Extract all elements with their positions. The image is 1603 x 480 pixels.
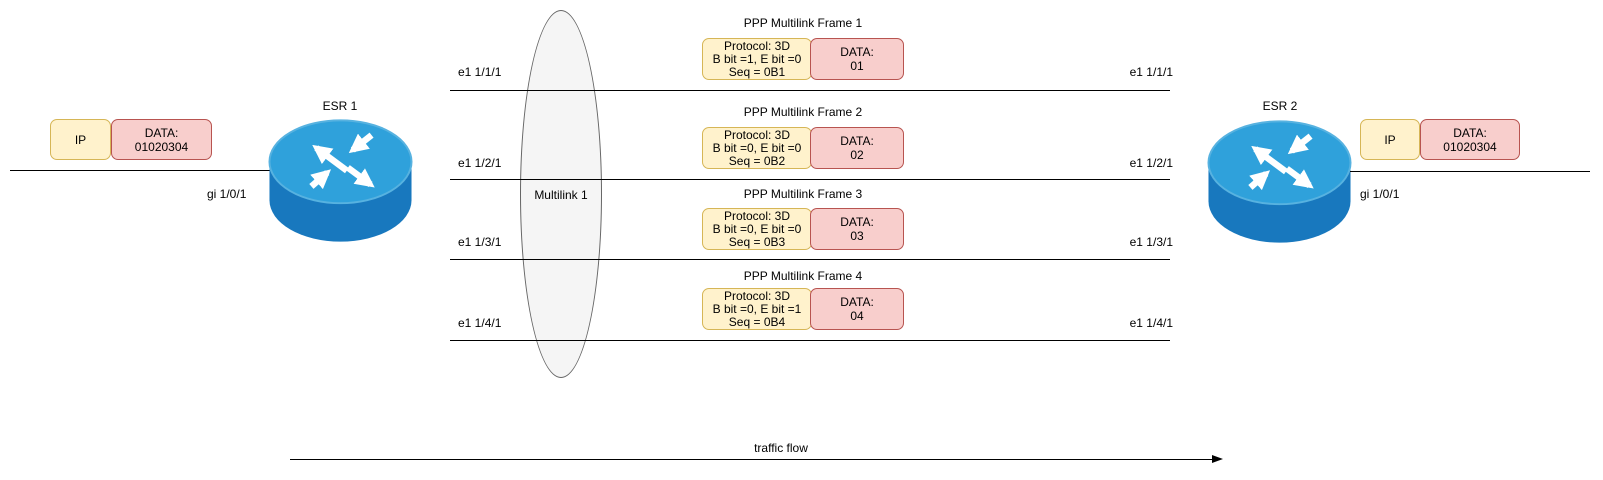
link-2-left-label: e1 1/2/1 [458, 156, 502, 170]
frame-1-protocol: Protocol: 3D [723, 38, 791, 53]
frame-3-seq: Seq = 0B3 [728, 234, 786, 249]
right-data-label: DATA: [1453, 125, 1487, 140]
right-data-box: DATA: 01020304 [1420, 119, 1520, 160]
link-2-right-label: e1 1/2/1 [1129, 156, 1173, 170]
link-line-1 [450, 90, 1170, 91]
frame-1-bits: B bit =1, E bit =0 [712, 51, 802, 66]
traffic-flow-arrowhead-icon [1212, 455, 1223, 463]
left-ingress-line [10, 170, 271, 171]
frame-2-bits: B bit =0, E bit =0 [712, 140, 802, 155]
frame-3-title: PPP Multilink Frame 3 [743, 187, 863, 201]
left-gi-interface-label: gi 1/0/1 [207, 187, 247, 201]
frame-2-data-box: DATA: 02 [810, 127, 904, 169]
frame-1-title: PPP Multilink Frame 1 [743, 16, 863, 30]
router-right-name: ESR 2 [1262, 99, 1298, 113]
right-ip-box: IP [1360, 119, 1420, 160]
link-line-3 [450, 259, 1170, 260]
left-data-box: DATA: 01020304 [111, 119, 212, 160]
frame-4-protocol-box: Protocol: 3D B bit =0, E bit =1 Seq = 0B… [702, 288, 812, 330]
multilink-bundle-ellipse [520, 10, 602, 378]
left-data-value: 01020304 [134, 139, 189, 154]
frame-1-data-value: 01 [850, 59, 864, 73]
router-left-name: ESR 1 [322, 99, 358, 113]
link-4-left-label: e1 1/4/1 [458, 316, 502, 330]
frame-4-data-box: DATA: 04 [810, 288, 904, 330]
frame-2-protocol: Protocol: 3D [723, 127, 791, 142]
frame-2-data-value: 02 [850, 148, 864, 162]
left-ip-label: IP [74, 132, 87, 147]
frame-3-bits: B bit =0, E bit =0 [712, 221, 802, 236]
right-egress-line [1350, 171, 1590, 172]
frame-4-seq: Seq = 0B4 [728, 314, 786, 329]
frame-4-bits: B bit =0, E bit =1 [712, 301, 802, 316]
frame-1-seq: Seq = 0B1 [728, 64, 786, 79]
frame-2-title: PPP Multilink Frame 2 [743, 105, 863, 119]
frame-2-data-label: DATA: [840, 134, 874, 148]
link-line-4 [450, 340, 1170, 341]
frame-3-data-value: 03 [850, 229, 864, 243]
frame-3-protocol-box: Protocol: 3D B bit =0, E bit =0 Seq = 0B… [702, 208, 812, 250]
frame-1-protocol-box: Protocol: 3D B bit =1, E bit =0 Seq = 0B… [702, 38, 812, 80]
left-data-label: DATA: [144, 125, 179, 140]
link-3-right-label: e1 1/3/1 [1129, 235, 1173, 249]
link-1-right-label: e1 1/1/1 [1129, 65, 1173, 79]
frame-4-protocol: Protocol: 3D [723, 288, 791, 303]
frame-2-protocol-box: Protocol: 3D B bit =0, E bit =0 Seq = 0B… [702, 127, 812, 169]
router-arrows-icon [1248, 133, 1314, 191]
frame-3-protocol: Protocol: 3D [723, 208, 791, 223]
right-gi-interface-label: gi 1/0/1 [1360, 187, 1400, 201]
link-3-left-label: e1 1/3/1 [458, 235, 502, 249]
frame-3-data-label: DATA: [840, 215, 874, 229]
link-1-left-label: e1 1/1/1 [458, 65, 502, 79]
frame-1-data-box: DATA: 01 [810, 38, 904, 80]
router-icon-left [268, 119, 413, 242]
left-ip-box: IP [50, 119, 111, 160]
multilink-label: Multilink 1 [534, 188, 588, 202]
frame-4-data-value: 04 [850, 309, 864, 323]
right-ip-label: IP [1384, 132, 1396, 147]
right-data-value: 01020304 [1443, 139, 1497, 154]
frame-4-data-label: DATA: [840, 295, 874, 309]
frame-2-seq: Seq = 0B2 [728, 153, 786, 168]
frame-3-data-box: DATA: 03 [810, 208, 904, 250]
router-icon-right [1207, 120, 1352, 243]
link-4-right-label: e1 1/4/1 [1129, 316, 1173, 330]
link-line-2 [450, 179, 1170, 180]
router-arrows-icon [309, 132, 375, 190]
frame-1-data-label: DATA: [840, 45, 874, 59]
traffic-flow-line [290, 459, 1214, 460]
frame-4-title: PPP Multilink Frame 4 [743, 269, 863, 283]
traffic-flow-label: traffic flow [754, 441, 808, 455]
